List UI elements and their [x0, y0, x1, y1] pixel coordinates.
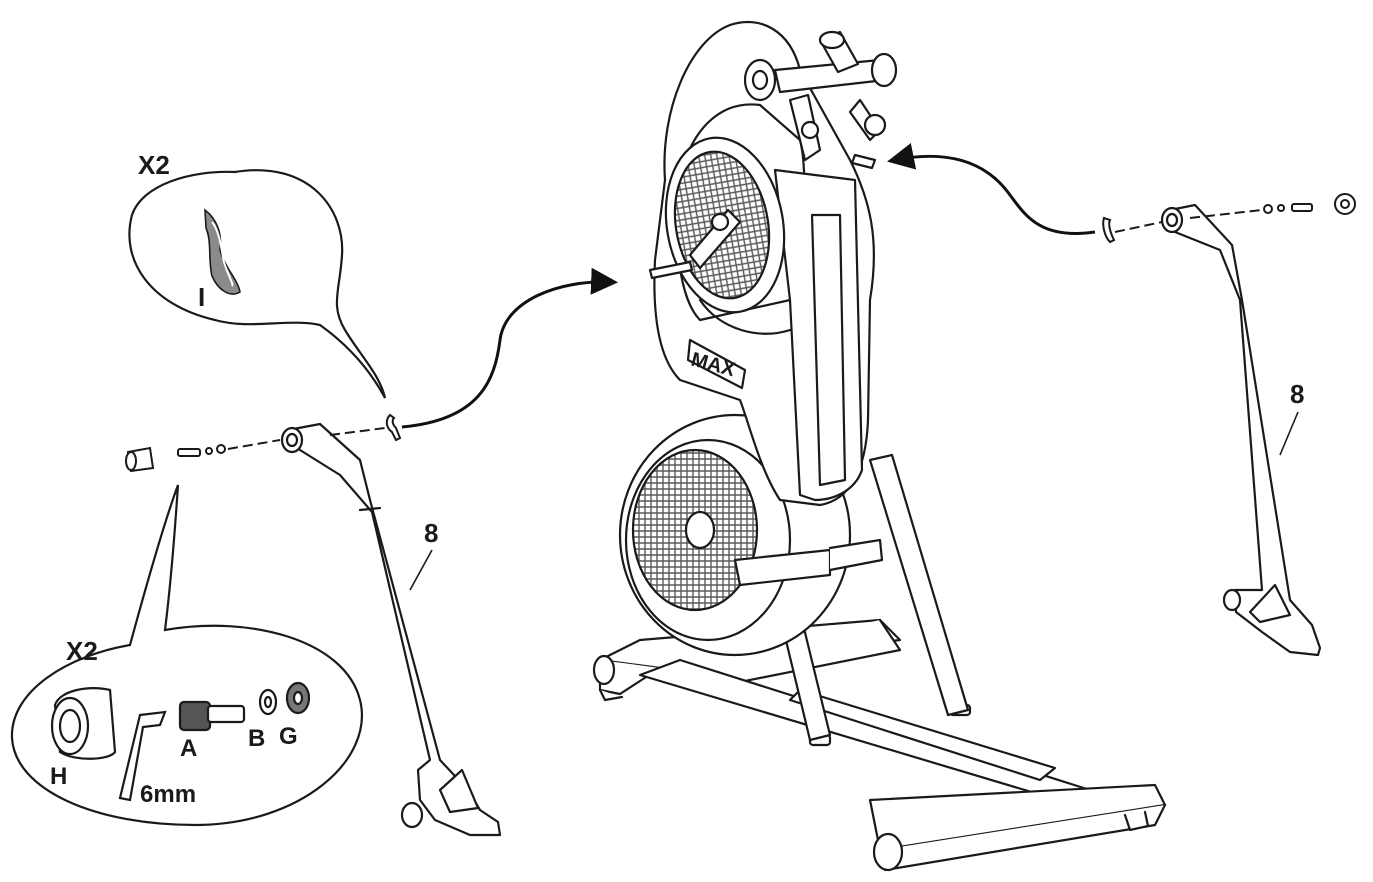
hex-key-size-label: 6mm [140, 781, 197, 808]
lock-washer-part-label: B [248, 725, 266, 752]
spacer-part-label: I [198, 282, 206, 312]
right-arm [1160, 203, 1322, 657]
flywheel-window [648, 136, 786, 314]
hardware-quantity-label: X2 [66, 636, 98, 666]
left-insert-arrow [401, 267, 619, 429]
base-frame [592, 618, 1167, 872]
spacer-callout [128, 169, 387, 399]
right-arm-leader [1279, 411, 1299, 456]
right-hardware [1102, 193, 1356, 244]
flat-washer-part-label: G [279, 723, 298, 750]
top-linkage [743, 30, 898, 170]
left-arm [280, 422, 502, 837]
left-arm-leader [409, 549, 433, 591]
machine: MAX [592, 20, 1167, 872]
hardware-callout [10, 484, 363, 827]
cap-part-label: H [50, 763, 68, 790]
left-hardware [125, 413, 402, 473]
right-insert-arrow [887, 143, 1096, 235]
right-arm-part-number: 8 [1290, 379, 1305, 409]
bolt-part-label: A [180, 735, 198, 762]
spacer-quantity-label: X2 [138, 150, 170, 180]
left-arm-part-number: 8 [424, 518, 439, 548]
